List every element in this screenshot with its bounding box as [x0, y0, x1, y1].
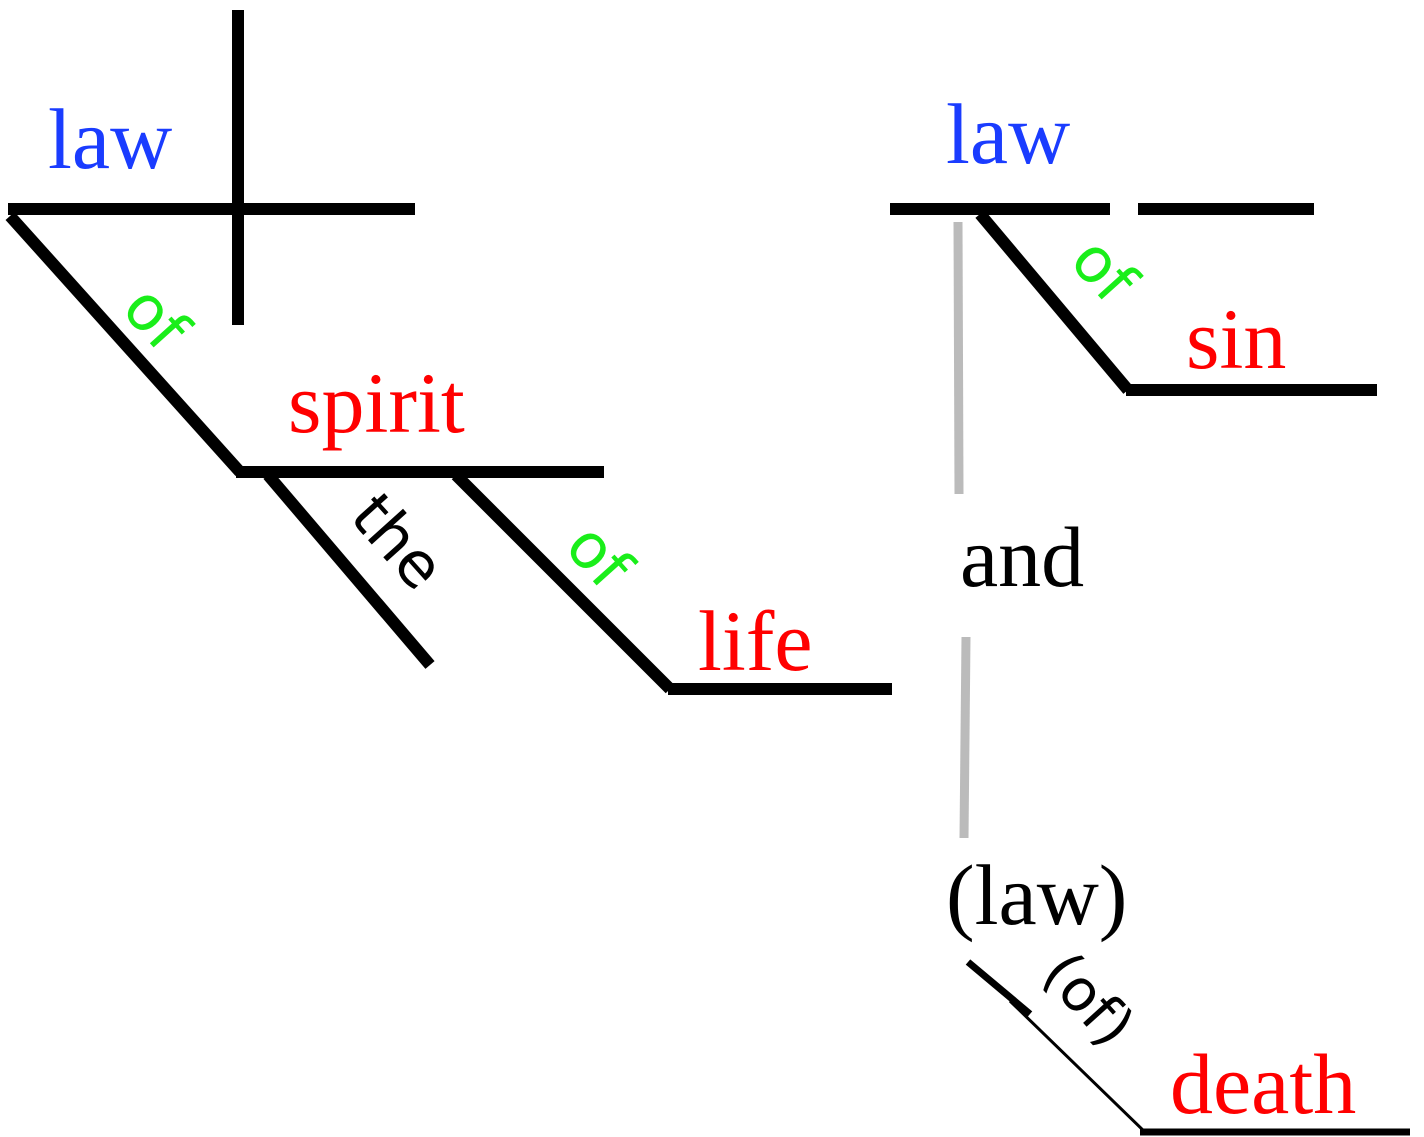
conjunction-connector-top	[953, 221, 964, 495]
left-preposition-word-1: of	[109, 271, 205, 366]
conjunction-connector-bottom	[959, 636, 971, 839]
the-diagonal	[263, 471, 435, 669]
right-subject-word: law	[946, 86, 1070, 182]
conjunction-word: and	[960, 509, 1084, 605]
implied-prep-diagonal-thin	[1008, 999, 1147, 1134]
right-object-word: sin	[1186, 291, 1286, 387]
left-object-word-1: spirit	[288, 355, 465, 451]
right-prep-diagonal	[975, 210, 1133, 394]
implied-subject-word: (law)	[946, 847, 1127, 943]
left-prep-diagonal-2	[451, 470, 675, 694]
right-preposition-word: of	[1057, 223, 1153, 318]
left-prep-diagonal-1	[5, 211, 245, 477]
implied-object-word: death	[1170, 1036, 1356, 1132]
left-subject-word: law	[48, 91, 172, 187]
implied-prep-diagonal-heavy	[965, 959, 1033, 1017]
left-object-word-2: life	[698, 593, 813, 689]
implied-preposition-word: (of)	[1030, 939, 1148, 1060]
